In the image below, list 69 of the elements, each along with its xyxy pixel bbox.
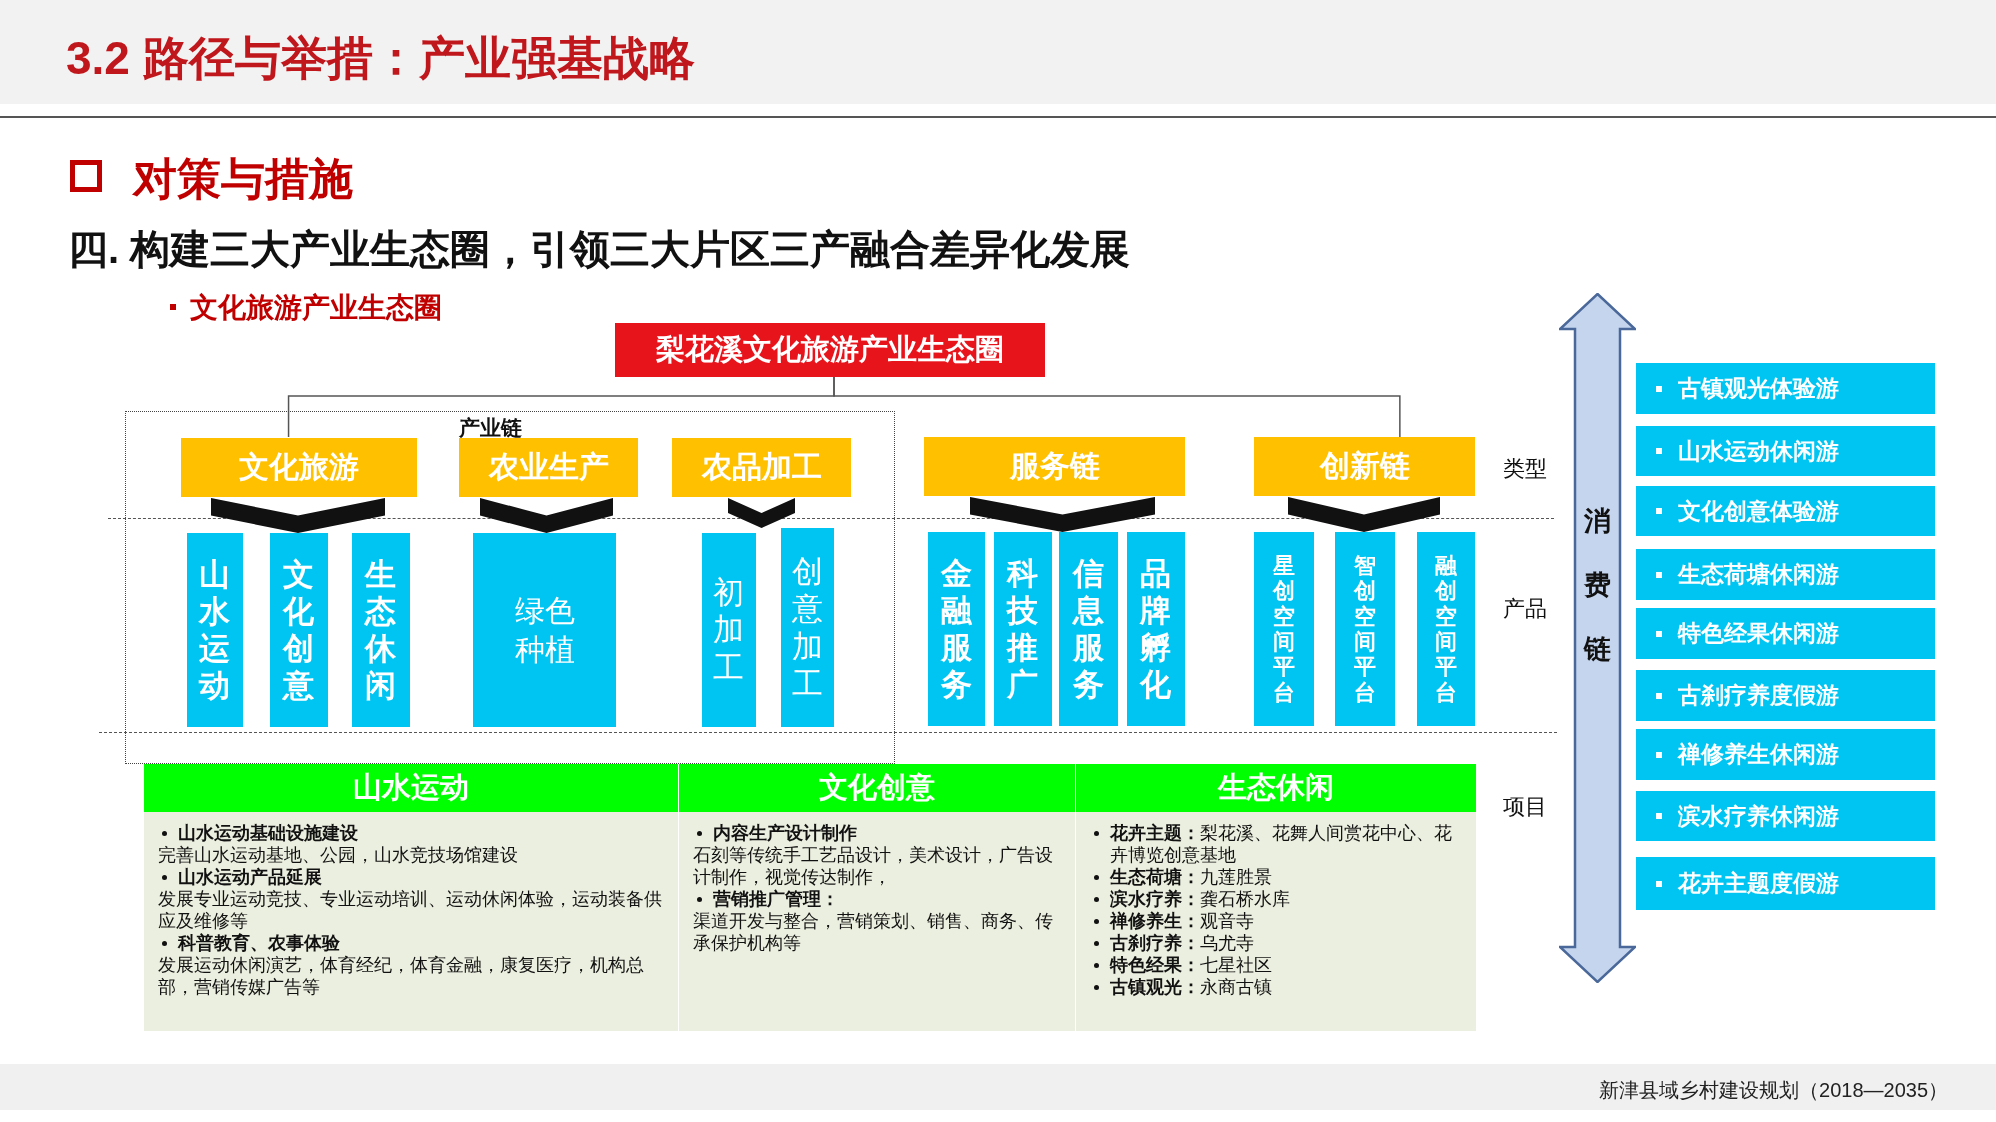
- description-text: 渠道开发与整合，营销策划、销售、商务、传承保护机构等: [693, 910, 1054, 954]
- product-box: 文化创意: [270, 533, 328, 727]
- arrow-label: 消费链: [1583, 505, 1612, 666]
- tour-item-box: 文化创意体验游: [1636, 486, 1935, 536]
- bullet-item: 山水运动基础设施建设: [158, 822, 664, 844]
- panel-header: 文化创意: [679, 764, 1075, 812]
- chevron-bracket: [211, 498, 385, 533]
- description-text: 完善山水运动基地、公园，山水竞技场馆建设: [158, 844, 519, 866]
- bullet-item: 花卉主题：梨花溪、花舞人间赏花中心、花卉博览创意基地: [1090, 822, 1462, 866]
- bullet-item: 特色经果：七星社区: [1090, 954, 1462, 976]
- category-box: 农品加工: [672, 438, 851, 497]
- project-panel: [679, 764, 1076, 1031]
- tour-item-box: 特色经果休闲游: [1636, 608, 1935, 659]
- product-box: 科技推广: [994, 532, 1052, 726]
- bullet-item: 古刹疗养：乌尤寺: [1090, 932, 1462, 954]
- bullet-item: 古镇观光：永商古镇: [1090, 976, 1462, 998]
- chevron-bracket: [480, 498, 613, 533]
- product-box: 绿色种植: [473, 533, 616, 727]
- tour-item-box: 禅修养生休闲游: [1636, 729, 1935, 780]
- title-box: 梨花溪文化旅游产业生态圈: [615, 323, 1045, 377]
- description-text: 发展运动休闲演艺，体育经纪，体育金融，康复医疗，机构总部，营销传媒广告等: [158, 954, 645, 998]
- tour-item-box: 古刹疗养度假游: [1636, 670, 1935, 721]
- project-panel: [1076, 764, 1477, 1031]
- product-box: 智创空间平台: [1335, 532, 1395, 726]
- panel-header: 山水运动: [144, 764, 678, 812]
- product-box: 初加工: [702, 533, 756, 727]
- bullet-item: 滨水疗养：龚石桥水库: [1090, 888, 1462, 910]
- dotted-frame: [125, 411, 895, 764]
- section-label: 文化旅游产业生态圈: [166, 289, 442, 327]
- product-box: 金融服务: [928, 532, 985, 726]
- category-box: 服务链: [924, 437, 1185, 496]
- chevron-bracket: [728, 498, 795, 528]
- page-title: 3.2 路径与举措：产业强基战略: [66, 31, 695, 86]
- bullet-item: 科普教育、农事体验: [158, 932, 664, 954]
- tour-item-box: 生态荷塘休闲游: [1636, 549, 1935, 600]
- bullet-item: 山水运动产品延展: [158, 866, 664, 888]
- footer-text: 新津县域乡村建设规划（2018—2035）: [1599, 1078, 1948, 1103]
- bullet-item: 内容生产设计制作: [693, 822, 1061, 844]
- product-box: 星创空间平台: [1254, 532, 1314, 726]
- product-box: 融创空间平台: [1417, 532, 1475, 726]
- row-label: 项目: [1503, 793, 1547, 821]
- panel-header: 生态休闲: [1076, 764, 1476, 812]
- row-label: 类型: [1503, 455, 1547, 483]
- chevron-bracket: [970, 497, 1155, 532]
- chevron-bracket: [1288, 497, 1440, 532]
- project-panel: [144, 764, 679, 1031]
- tour-item-box: 花卉主题度假游: [1636, 857, 1935, 910]
- tour-item-box: 山水运动休闲游: [1636, 426, 1935, 476]
- category-box: 文化旅游: [181, 438, 417, 497]
- tour-item-box: 滨水疗养休闲游: [1636, 791, 1935, 841]
- product-box: 山水运动: [187, 533, 243, 727]
- description-text: 石刻等传统手工艺品设计，美术设计，广告设计制作，视觉传达制作，: [693, 844, 1054, 888]
- bullet-item: 营销推广管理：: [693, 888, 1061, 910]
- bullet-item: 生态荷塘：九莲胜景: [1090, 866, 1462, 888]
- product-box: 创意加工: [781, 528, 834, 727]
- connector-line: [833, 376, 1401, 438]
- double-arrow: [1559, 293, 1636, 983]
- product-box: 信息服务: [1059, 532, 1118, 726]
- tour-item-box: 古镇观光体验游: [1636, 363, 1935, 414]
- section-heading: 对策与措施: [133, 153, 353, 205]
- category-box: 创新链: [1254, 437, 1475, 496]
- subheading: 四. 构建三大产业生态圈，引领三大片区三产融合差异化发展: [68, 226, 1131, 273]
- bullet-item: 禅修养生：观音寺: [1090, 910, 1462, 932]
- category-box: 农业生产: [459, 438, 638, 497]
- group-label: 产业链: [459, 415, 522, 441]
- description-text: 发展专业运动竞技、专业运动培训、运动休闲体验，运动装备供应及维修等: [158, 888, 663, 932]
- product-box: 生态休闲: [352, 533, 410, 727]
- row-label: 产品: [1503, 595, 1547, 623]
- product-box: 品牌孵化: [1127, 532, 1185, 726]
